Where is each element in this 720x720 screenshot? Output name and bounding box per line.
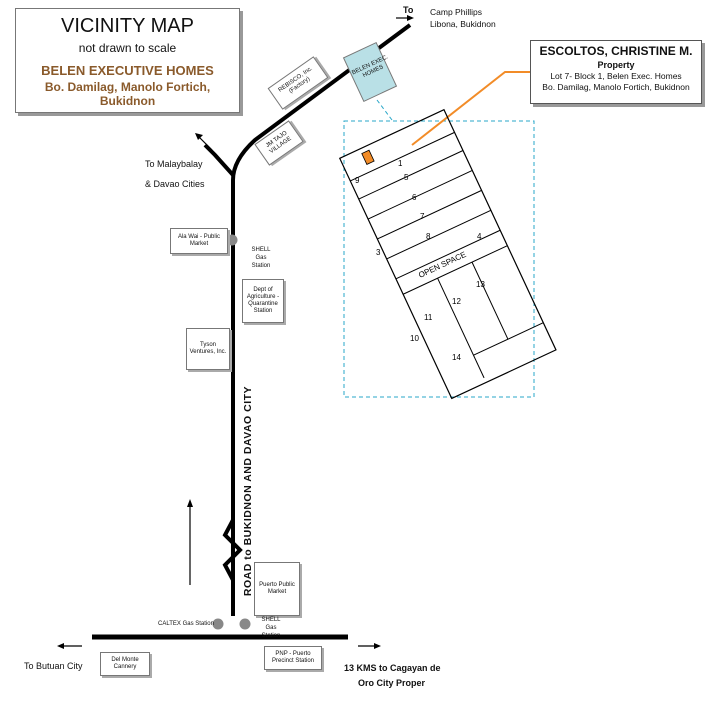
caltex-marker [212, 618, 224, 630]
butuan-label: To Butuan City [24, 661, 83, 671]
lot-4: 4 [477, 232, 482, 241]
map-title-box: VICINITY MAP not drawn to scale BELEN EX… [15, 8, 240, 113]
north-to-label: To [403, 5, 414, 15]
cdo-label2: Oro City Proper [358, 678, 426, 688]
arrow-malaybalay-icon [195, 133, 213, 151]
lot-9: 9 [355, 176, 360, 185]
dept-agri-box: Dept of Agriculture - Quarantine Station [242, 279, 284, 323]
owner-address: Bo. Damilag, Manolo Fortich, Bukidnon [542, 82, 690, 92]
lot-open-space: OPEN SPACE [417, 250, 467, 280]
inset-frame [343, 120, 535, 398]
owner-box: ESCOLTOS, CHRISTINE M. Property Lot 7- B… [530, 40, 702, 104]
arrow-cdo-icon [358, 643, 381, 649]
arrow-butuan-icon [57, 643, 82, 649]
lot-8: 8 [426, 232, 431, 241]
map-subtitle: not drawn to scale [78, 41, 177, 55]
lot-5: 5 [404, 173, 409, 182]
tyson-box: Tyson Ventures, Inc. [186, 328, 230, 370]
lot-3: 3 [376, 248, 381, 257]
road-malaybalay [203, 143, 235, 177]
north-place2: Libona, Bukidnon [430, 19, 496, 29]
lot-1: 1 [398, 159, 403, 168]
arrow-road-north-icon [187, 499, 193, 585]
map-title: VICINITY MAP [61, 15, 194, 37]
north-place1: Camp Phillips [430, 7, 482, 17]
owner-lot: Lot 7- Block 1, Belen Exec. Homes [550, 71, 682, 81]
lot-14: 14 [452, 353, 461, 362]
lot-7: 7 [420, 212, 425, 221]
puerto-market-box: Puerto Public Market [254, 562, 300, 616]
lot-11: 11 [424, 313, 433, 322]
road-label: ROAD to BUKIDNON AND DAVAO CITY [242, 385, 254, 597]
subdivision-location: Bo. Damilag, Manolo Fortich, Bukidnon [44, 80, 211, 108]
caltex-label: CALTEX Gas Station [158, 621, 214, 627]
owner-connector [411, 71, 530, 146]
del-monte-box: Del Monte Cannery [100, 652, 150, 676]
lot-13: 13 [476, 280, 485, 289]
highway-north [222, 23, 412, 616]
shell-top-marker [226, 234, 238, 246]
owner-name: ESCOLTOS, CHRISTINE M. [539, 44, 693, 58]
cdo-label1: 13 KMS to Cagayan de [344, 663, 441, 673]
ala-wai-box: Ala Wai - Public Market [170, 228, 228, 254]
arrow-north-icon [396, 15, 414, 21]
lot-12: 12 [452, 297, 461, 306]
owner-label: Property [597, 60, 635, 70]
lot-10: 10 [410, 334, 419, 343]
malaybalay-label2: & Davao Cities [145, 179, 205, 189]
inset-connector [376, 99, 393, 121]
shell-bottom-label: SHELL Gas Station [261, 617, 281, 639]
subdivision-plan [338, 108, 557, 400]
malaybalay-label1: To Malaybalay [145, 159, 203, 169]
pnp-box: PNP - Puerto Precinct Station [264, 646, 322, 670]
shell-top-label: SHELL Gas Station [251, 247, 271, 269]
belen-exec-box [342, 41, 398, 103]
subdivision-name: BELEN EXECUTIVE HOMES [41, 63, 214, 78]
shell-bottom-marker [239, 618, 251, 630]
lot-6: 6 [412, 193, 417, 202]
